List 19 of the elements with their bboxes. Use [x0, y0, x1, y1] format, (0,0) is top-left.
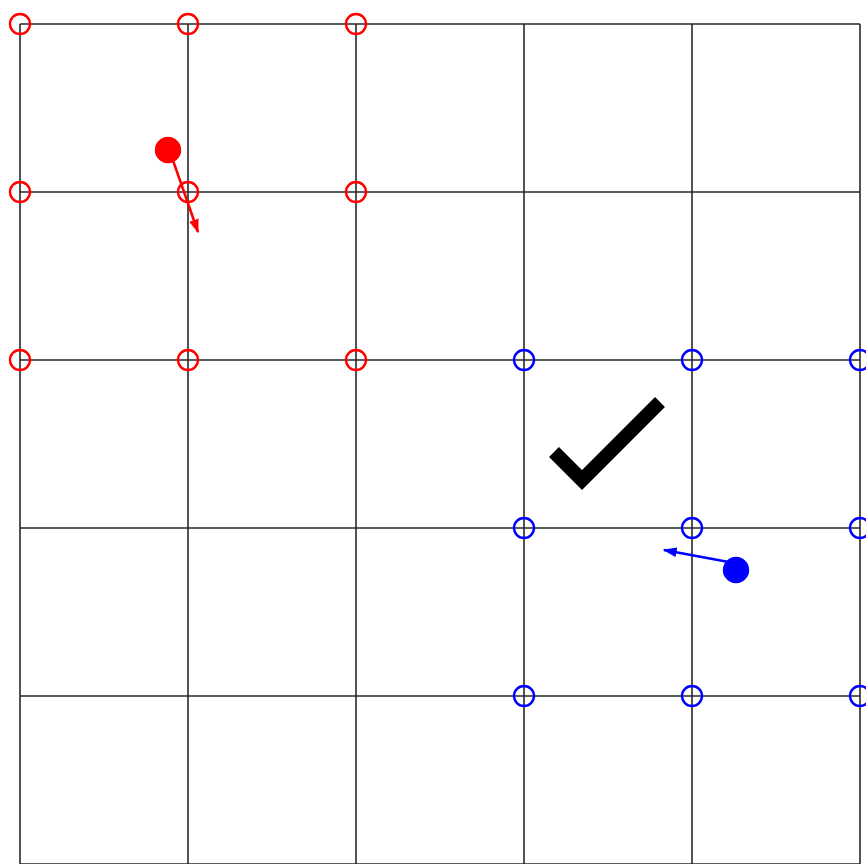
grid-circle — [344, 348, 368, 372]
grid-circle — [8, 348, 32, 372]
grid-circle — [680, 348, 704, 372]
grid-circle — [176, 348, 200, 372]
grid-circle — [680, 516, 704, 540]
grid-circle — [176, 12, 200, 36]
grid-circle — [8, 180, 32, 204]
arrow — [662, 547, 728, 563]
grid-circle — [344, 12, 368, 36]
grid-circle — [8, 12, 32, 36]
dot — [154, 136, 182, 164]
dot — [722, 556, 750, 584]
grid-circle — [176, 180, 200, 204]
grid-circle — [512, 348, 536, 372]
grid-circle — [512, 684, 536, 708]
grid-circle — [512, 516, 536, 540]
grid-circle — [344, 180, 368, 204]
grid-circle — [680, 684, 704, 708]
arrow — [171, 160, 200, 234]
